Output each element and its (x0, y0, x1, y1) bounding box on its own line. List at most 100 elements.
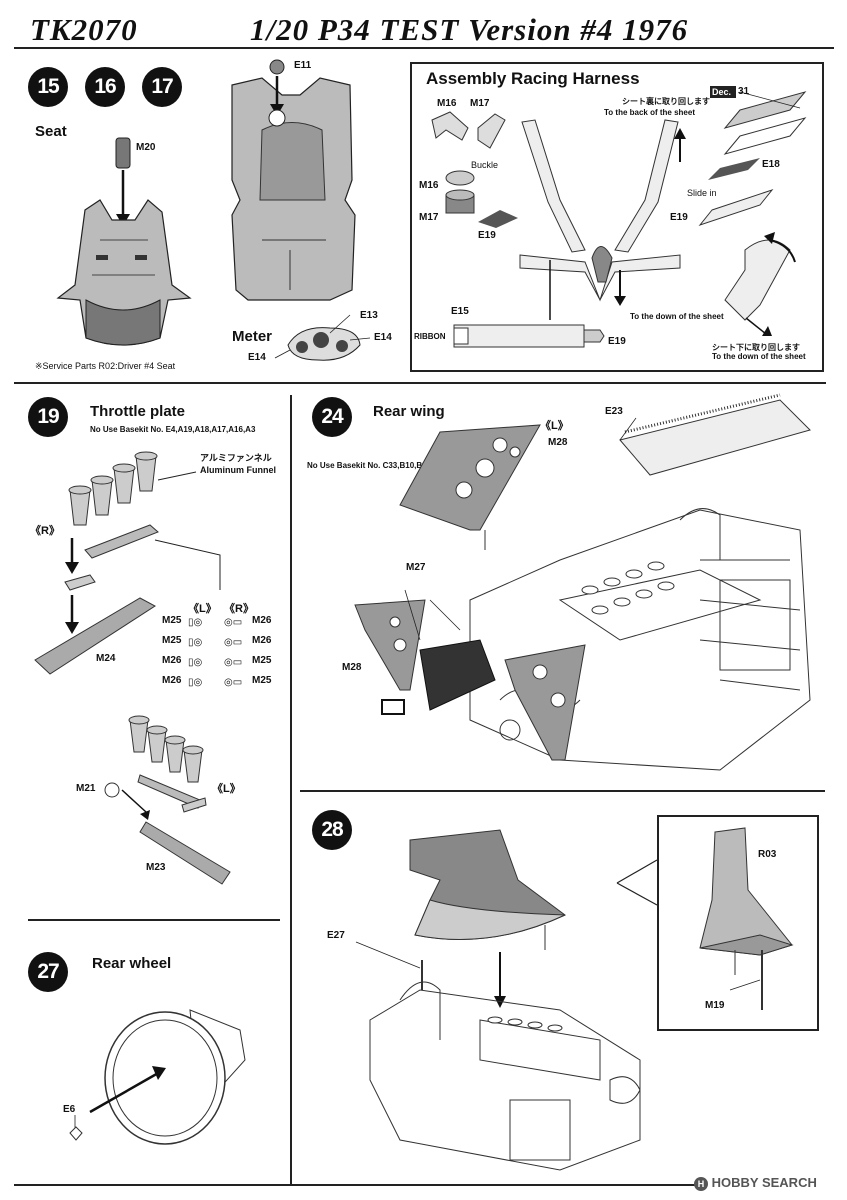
bottom-rule (14, 1184, 704, 1186)
m23-plate (139, 821, 231, 885)
part-e19-strip: E19 (670, 212, 688, 223)
row-right-part: M26 (252, 635, 272, 646)
mid-rule (14, 382, 826, 384)
right-divider (300, 790, 825, 792)
watermark-logo-icon: H (694, 1176, 708, 1191)
side-r-label: 《R》 (30, 525, 60, 537)
pin-icon: ▯◎ (188, 617, 203, 628)
row-left-part: M26 (162, 655, 182, 666)
label-slide-in: Slide in (687, 188, 717, 198)
label-ribbon: RIBBON (414, 332, 446, 341)
pin-icon: ▯◎ (188, 657, 203, 668)
step-15-badge: 15 (28, 67, 68, 107)
sheet-title: 1/20 P34 TEST Version #4 1976 (250, 12, 689, 47)
row-right-part: M25 (252, 655, 272, 666)
funnels-left (128, 715, 204, 783)
row-left-part: M26 (162, 675, 182, 686)
side-l-label: 《L》 (212, 783, 241, 795)
harness-title: Assembly Racing Harness (426, 69, 640, 88)
table-row: M25 ▯◎ ◎▭ M26 (162, 635, 282, 655)
rear-wheel (104, 1011, 226, 1145)
note-to-down-jp: シート下に取り回します (712, 343, 800, 352)
aluminum-funnels (68, 451, 158, 526)
part-e11: E11 (294, 60, 312, 71)
seat-note: ※Service Parts R02:Driver #4 Seat (35, 361, 176, 371)
part-m24: M24 (96, 653, 116, 664)
part-m19: M19 (705, 1000, 725, 1011)
decal-number: 31 (738, 86, 750, 97)
funnel-label-jp: アルミファンネル (200, 453, 272, 463)
part-e27: E27 (327, 930, 345, 941)
pin-icon: ▯◎ (188, 677, 203, 688)
part-table: M25 ▯◎ ◎▭ M26 M25 ▯◎ ◎▭ M26 M26 ▯◎ ◎▭ M2… (162, 615, 282, 695)
e23-wing (619, 399, 811, 476)
table-row: M26 ▯◎ ◎▭ M25 (162, 675, 282, 695)
part-e13: E13 (360, 310, 378, 321)
part-e19-ribbon: E19 (608, 336, 626, 347)
part-m28-top: M28 (548, 437, 568, 448)
table-row: M26 ▯◎ ◎▭ M25 (162, 655, 282, 675)
wing-body (419, 639, 496, 711)
step-27-badge: 27 (28, 952, 68, 992)
throttle-note: No Use Basekit No. E4,A19,A18,A17,A16,A3 (90, 425, 256, 434)
table-row: M25 ▯◎ ◎▭ M26 (162, 615, 282, 635)
pin-icon: ◎▭ (224, 657, 243, 668)
table-head-r: 《R》 (224, 603, 254, 615)
m20-part (115, 137, 131, 169)
part-m21: M21 (76, 783, 96, 794)
part-m23: M23 (146, 862, 166, 873)
seat-title: Seat (35, 123, 67, 140)
m24-plate (34, 597, 156, 675)
part-e14-right: E14 (374, 332, 392, 343)
note-to-down-en-mid: To the down of the sheet (630, 312, 724, 321)
part-e18: E18 (762, 159, 780, 170)
watermark-text: HOBBY SEARCH (711, 1175, 817, 1190)
rearwing-note: No Use Basekit No. C33,B10,B8,B7 (307, 461, 440, 470)
kit-code: TK2070 (30, 12, 138, 47)
shoulder-strap-left (521, 119, 586, 253)
step-19-badge: 19 (28, 397, 68, 437)
part-m17-top: M17 (470, 98, 490, 109)
part-e6: E6 (63, 1104, 76, 1115)
pin-icon: ◎▭ (224, 637, 243, 648)
part-e23: E23 (605, 406, 623, 417)
lap-belt (519, 254, 681, 302)
m28-endplate (399, 424, 541, 531)
pin-icon: ◎▭ (224, 677, 243, 688)
part-m28-left: M28 (342, 662, 362, 673)
step-17-badge: 17 (142, 67, 182, 107)
left-divider (28, 919, 280, 921)
watermark: H HOBBY SEARCH (694, 1175, 817, 1191)
step-16-badge: 16 (85, 67, 125, 107)
part-r03: R03 (758, 849, 777, 860)
row-left-part: M25 (162, 615, 182, 626)
pin-icon: ▯◎ (188, 637, 203, 648)
part-m17: M17 (419, 212, 439, 223)
row-left-part: M25 (162, 635, 182, 646)
throttle-title: Throttle plate (90, 403, 186, 420)
part-e14-left: E14 (248, 352, 266, 363)
rearwing-side-l: 《L》 (540, 420, 569, 432)
row-right-part: M25 (252, 675, 272, 686)
shoulder-strap-right (614, 119, 679, 253)
table-head-l: 《L》 (188, 603, 217, 615)
funnel-label-en: Aluminum Funnel (200, 465, 276, 475)
decal-dec-label: Dec. (712, 87, 731, 97)
note-to-down-en: To the down of the sheet (712, 352, 806, 361)
col-divider (290, 395, 292, 1185)
rearwheel-title: Rear wheel (92, 955, 172, 972)
step28-engine (369, 981, 641, 1171)
note-to-back-jp: シート裏に取り回します (622, 97, 710, 106)
label-buckle: Buckle (471, 160, 499, 170)
step-24-badge: 24 (312, 397, 352, 437)
meter-title: Meter (232, 328, 273, 345)
part-m16-top: M16 (437, 98, 457, 109)
pin-icon: ◎▭ (224, 617, 243, 628)
row-right-part: M26 (252, 615, 272, 626)
part-m16: M16 (419, 180, 439, 191)
part-m27: M27 (406, 562, 426, 573)
